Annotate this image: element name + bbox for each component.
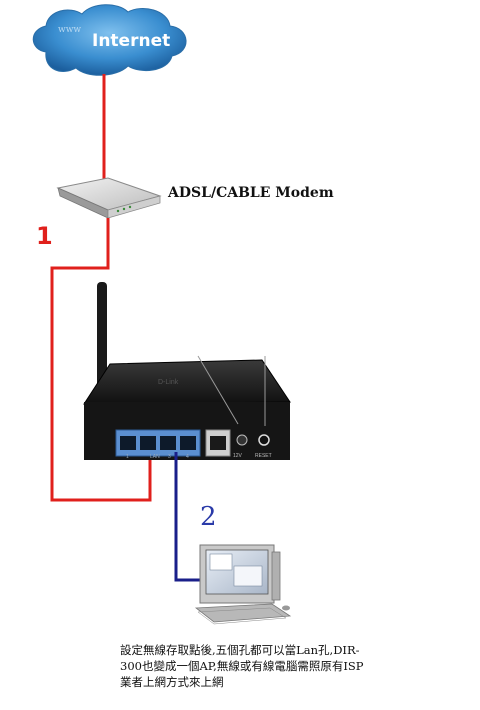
caption-line: 業者上網方式來上網 [120, 675, 224, 689]
mouse [282, 605, 290, 611]
step-1-label: 1 [36, 222, 53, 250]
port-label: 4 [186, 454, 189, 460]
keyboard [194, 603, 292, 623]
router-icon: D-Link 12V RESET 1 LAN 3 4 [83, 355, 291, 460]
caption-line: 300也變成一個AP,無線或有線電腦需照原有ISP [120, 659, 364, 673]
router-reset-label: RESET [255, 453, 272, 459]
router-brand: D-Link [158, 379, 179, 386]
modem-label: ADSL/CABLE Modem [168, 185, 334, 201]
internet-cloud-icon: www Internet [32, 4, 187, 76]
lan-port [180, 436, 196, 450]
internet-label: Internet [92, 31, 170, 51]
modem-icon [56, 177, 162, 219]
lan-port [120, 436, 136, 450]
port-label: 3 [168, 454, 171, 460]
port-label: LAN [150, 454, 160, 460]
router-power-label: 12V [233, 453, 243, 459]
caption-line: 設定無線存取點後,五個孔都可以當Lan孔,DIR- [120, 643, 360, 657]
router-computer-cable [174, 452, 210, 582]
lan-port [140, 436, 156, 450]
pointer-line [197, 355, 239, 425]
computer-icon [194, 544, 292, 625]
reset-button-icon [258, 434, 270, 446]
modem-router-cable [50, 218, 152, 502]
router-antenna-icon [97, 282, 107, 392]
step-2-label: 2 [200, 502, 217, 532]
power-jack-icon [236, 434, 248, 446]
lan-port [160, 436, 176, 450]
port-label: 1 [126, 454, 129, 460]
description-caption: 設定無線存取點後,五個孔都可以當Lan孔,DIR- 300也變成一個AP,無線或… [120, 642, 450, 690]
cloud-watermark: www [58, 25, 81, 35]
